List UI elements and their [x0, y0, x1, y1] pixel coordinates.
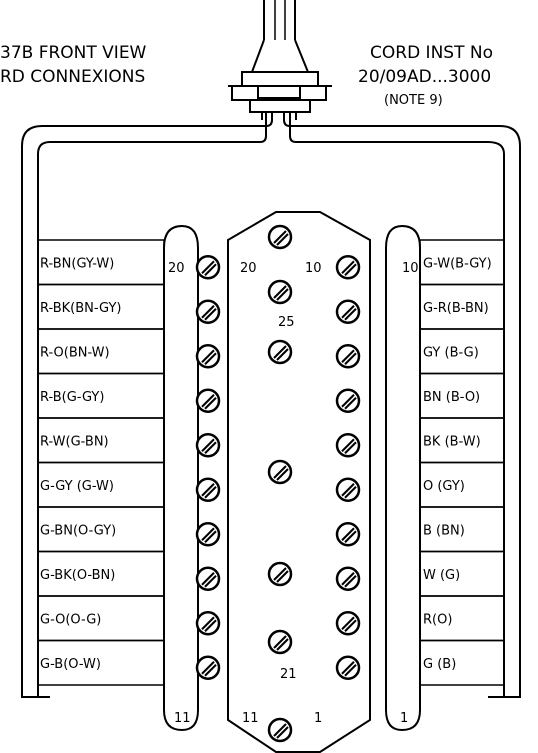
screw-right — [335, 388, 361, 413]
terminal-number-center-bottom: 21 — [280, 667, 297, 682]
screw-center — [267, 561, 293, 587]
screw-left — [195, 344, 221, 369]
right-wire-label: G-R(B-BN) — [423, 301, 489, 316]
screw-left — [195, 388, 221, 413]
screw-right — [335, 255, 361, 280]
right-bar-number-top: 10 — [402, 261, 419, 276]
left-bar-number-top: 20 — [168, 261, 185, 276]
screw-left — [195, 255, 221, 280]
screw-left — [195, 655, 221, 680]
screw-center — [267, 629, 293, 655]
terminal-number-bottom-left: 11 — [242, 711, 259, 726]
right-wire-label: BN (B-O) — [423, 390, 480, 405]
screw-right — [335, 433, 361, 458]
screw-right — [335, 344, 361, 369]
terminal-number-center-top: 25 — [278, 315, 295, 330]
left-label-column: R-BN(GY-W) R-BK(BN-GY) R-O(BN-W) R-B(G-GY) R… — [37, 239, 165, 686]
left-bar-number-bottom: 11 — [174, 711, 191, 726]
screw-left — [195, 299, 221, 324]
right-label-box — [419, 639, 505, 686]
screw-center — [267, 339, 293, 365]
right-terminal-bar — [385, 224, 421, 732]
left-wire-label: R-B(G-GY) — [40, 390, 104, 405]
left-wire-label: R-W(G-BN) — [40, 434, 109, 449]
screw-right — [335, 566, 361, 591]
right-wire-label: G (B) — [423, 657, 456, 672]
terminal-number-top-right: 10 — [305, 261, 322, 276]
left-wire-label: R-BK(BN-GY) — [40, 301, 122, 316]
header-left-line2: RD CONNEXIONS — [0, 67, 145, 87]
header-right-line2: 20/09AD...3000 — [358, 67, 491, 87]
screw-left — [195, 611, 221, 636]
right-label-column: G-W(B-GY) G-R(B-BN) GY (B-G) BN (B-O) BK (B-… — [419, 239, 505, 686]
screw-center — [267, 459, 293, 485]
screw-right — [335, 655, 361, 680]
left-wire-label: G-B(O-W) — [40, 657, 101, 672]
left-wire-label: R-O(BN-W) — [40, 345, 110, 360]
right-bar-number-bottom: 1 — [400, 711, 408, 726]
left-wire-label: G-GY (G-W) — [40, 479, 114, 494]
left-label-box — [37, 639, 165, 686]
screw-left — [195, 433, 221, 458]
header-left-line1: 37B FRONT VIEW — [0, 43, 147, 63]
screws — [195, 224, 361, 743]
left-wire-label: R-BN(GY-W) — [40, 256, 114, 271]
right-wire-label: R(O) — [423, 612, 452, 627]
left-terminal-bar — [163, 224, 199, 732]
right-wire-label: G-W(B-GY) — [423, 256, 492, 271]
right-wire-label: GY (B-G) — [423, 345, 479, 360]
right-wire-label: O (GY) — [423, 479, 465, 494]
screw-right — [335, 477, 361, 502]
header-right-line3: (NOTE 9) — [384, 93, 443, 108]
screw-right — [335, 611, 361, 636]
header-right-line1: CORD INST No — [370, 43, 493, 63]
right-wire-label: BK (B-W) — [423, 434, 481, 449]
terminal-block — [227, 211, 371, 753]
screw-center — [267, 279, 293, 305]
left-wire-label: G-BK(O-BN) — [40, 568, 115, 583]
cord — [228, 0, 332, 120]
terminal-number-bottom-right: 1 — [314, 711, 322, 726]
screw-left — [195, 477, 221, 502]
screw-center — [267, 717, 293, 743]
screw-center — [267, 224, 293, 250]
right-wire-label: W (G) — [423, 568, 460, 583]
harness-lines — [21, 112, 521, 698]
screw-right — [335, 299, 361, 324]
screw-right — [335, 522, 361, 547]
screw-left — [195, 522, 221, 547]
terminal-number-top-left: 20 — [240, 261, 257, 276]
left-wire-label: G-BN(O-GY) — [40, 523, 116, 538]
right-wire-label: B (BN) — [423, 523, 465, 538]
left-wire-label: G-O(O-G) — [40, 612, 101, 627]
screw-left — [195, 566, 221, 591]
